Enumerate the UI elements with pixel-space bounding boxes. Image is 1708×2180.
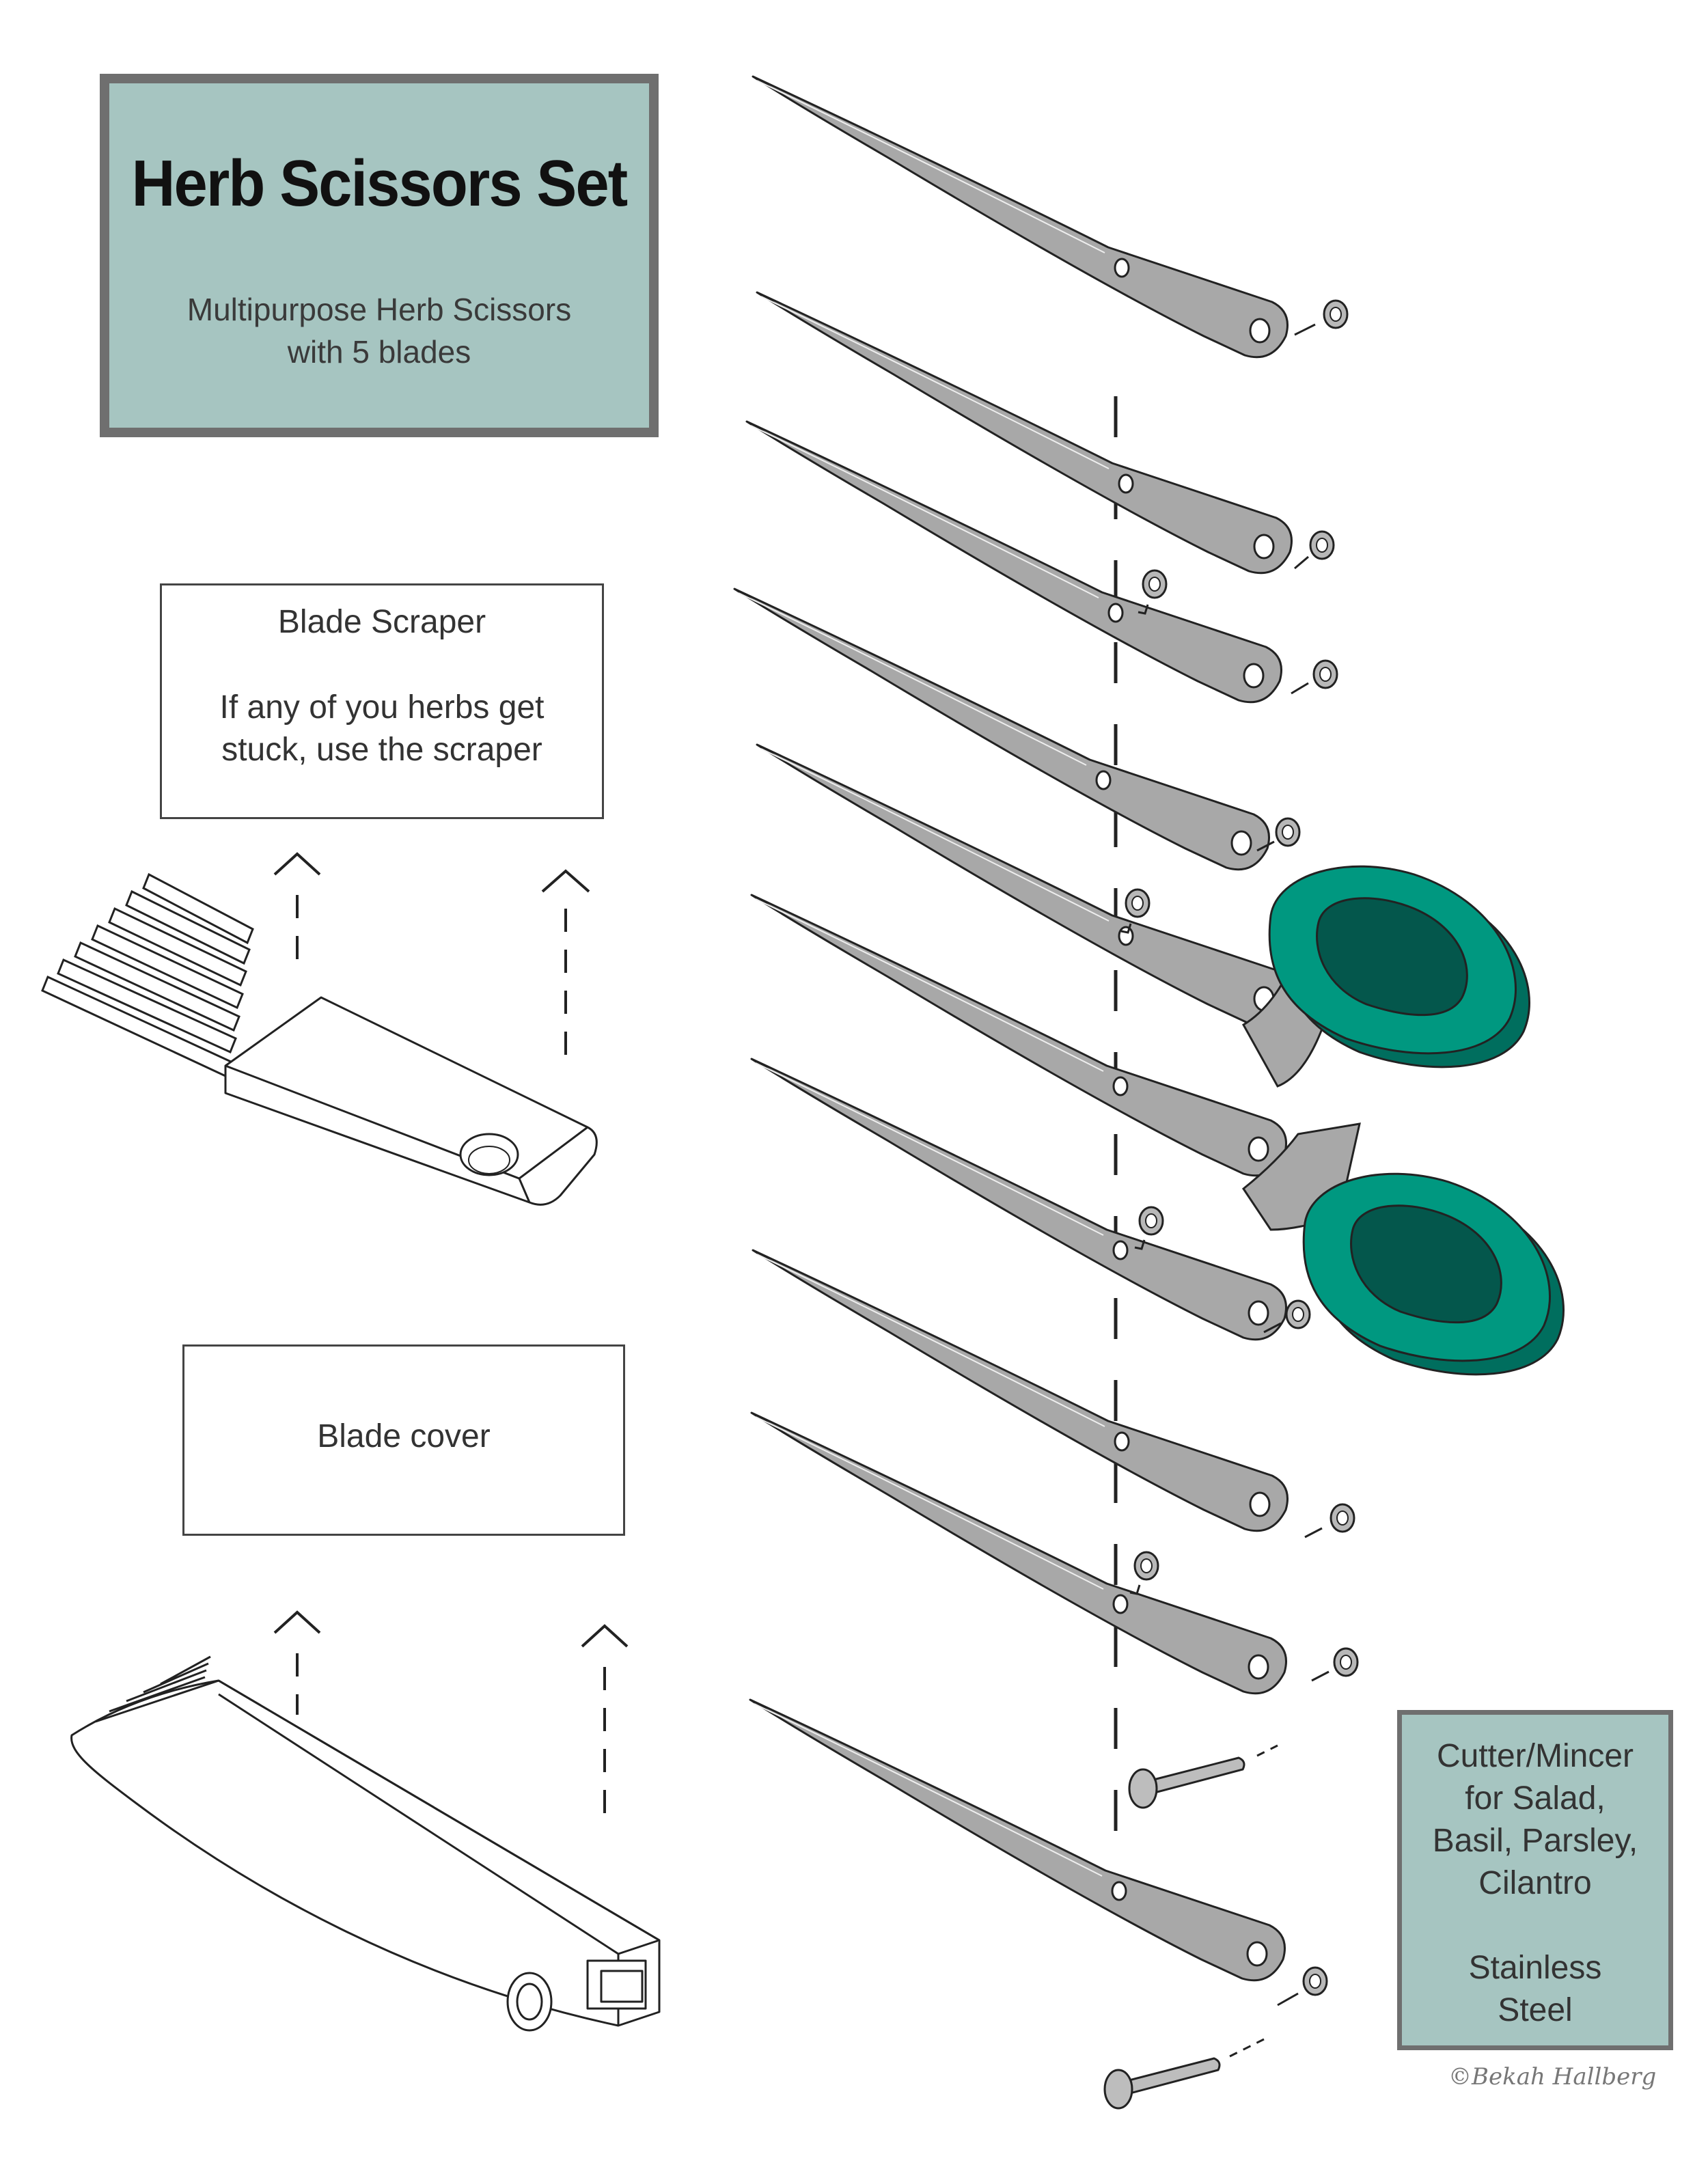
washer: [1275, 817, 1301, 847]
washer: [1142, 569, 1168, 599]
washer: [1285, 1299, 1311, 1329]
washer: [1330, 1503, 1355, 1533]
blade-6: [750, 894, 1287, 1177]
washer: [1125, 888, 1151, 918]
page-title: Herb Scissors Set: [131, 147, 629, 220]
cover-heading: Blade cover: [317, 1418, 491, 1454]
scraper-arrows: [273, 852, 590, 1055]
credit-signature: ©Bekah Hallberg: [1448, 2063, 1657, 2091]
scraper-description: If any of you herbs get stuck, use the s…: [219, 689, 545, 768]
washer: [1302, 1966, 1328, 1996]
title-label: Herb Scissors Set Multipurpose Herb Scis…: [100, 74, 659, 437]
cover-label: Blade cover: [182, 1344, 625, 1536]
blade-cover: [70, 1655, 661, 2032]
scraper-label: Blade Scraper If any of you herbs get st…: [160, 583, 604, 819]
washer: [1133, 1551, 1159, 1581]
blade-scraper: [41, 872, 598, 1206]
scraper-tines: [41, 872, 254, 1077]
washer: [1312, 659, 1338, 689]
info-text: Cutter/Mincer for Salad, Basil, Parsley,…: [1432, 1738, 1638, 2028]
blade-5: [756, 743, 1293, 1027]
scraper-hole: [459, 1133, 519, 1176]
washer: [1138, 1206, 1164, 1236]
washer: [1309, 530, 1335, 560]
washer: [1333, 1647, 1359, 1677]
washer: [1323, 299, 1349, 329]
cover-arrows: [273, 1610, 629, 1817]
blade-stack: [733, 75, 1293, 1982]
bolt-lower: [1103, 2057, 1221, 2110]
blade-10: [749, 1698, 1286, 1982]
blade-3: [745, 420, 1282, 704]
scraper-heading: Blade Scraper: [277, 604, 486, 640]
title-subtitle: Multipurpose Herb Scissors with 5 blades: [187, 292, 572, 370]
scraper-body: [224, 996, 598, 1206]
handle-lower: [1302, 1172, 1565, 1376]
blade-1: [752, 75, 1289, 359]
handles: [1268, 865, 1565, 1376]
bolt-upper: [1128, 1756, 1245, 1809]
info-label: Cutter/Mincer for Salad, Basil, Parsley,…: [1397, 1710, 1673, 2050]
